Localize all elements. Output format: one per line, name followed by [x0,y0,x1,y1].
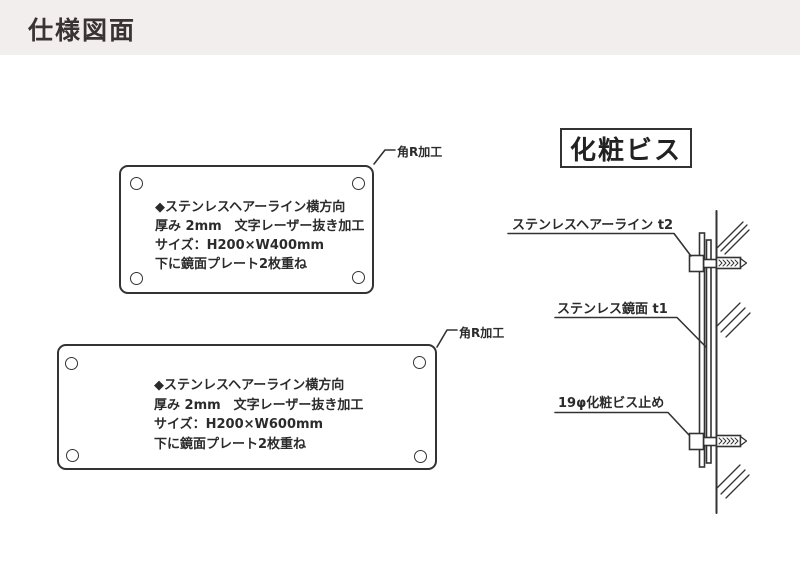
wall-hatch-marks [715,221,751,499]
plate-spec-line: 厚み 2mm 文字レーザー抜き加工 [155,219,365,234]
plate-spec-line: サイズ：H200×W400mm [155,238,325,253]
screw-bottom-icon [688,432,748,451]
plate-spec-line: 下に鏡面プレート2枚重ね [155,257,308,272]
plate-spec-text: ◆ステンレスヘアーライン横方向 厚み 2mm 文字レーザー抜き加工 サイズ：H2… [155,198,364,274]
mount-hole-icon [66,449,79,462]
label-hairline-t2: ステンレスヘアーライン t2 [512,218,674,233]
plate-spec-line: 下に鏡面プレート2枚重ね [154,436,307,452]
plate1-corner-leader-line [373,149,396,165]
screw-top-icon [688,254,748,273]
page-title: 仕様図面 [28,16,137,45]
mount-hole-icon [352,177,365,190]
plate-front-view-w600: ◆ステンレスヘアーライン横方向 厚み 2mm 文字レーザー抜き加工 サイズ：H2… [57,344,437,470]
mirror-label-leader-line [554,316,707,348]
screw-title-text: 化粧ビス [569,135,682,166]
plate-spec-line: ◆ステンレスヘアーライン横方向 [154,378,345,393]
hairline-label-leader-line [507,232,692,257]
corner-r-label-plate1: 角R加工 [397,145,443,159]
mount-hole-icon [414,450,427,463]
mount-hole-icon [352,271,365,284]
mount-hole-icon [413,356,426,369]
plate-front-view-w400: ◆ステンレスヘアーライン横方向 厚み 2mm 文字レーザー抜き加工 サイズ：H2… [119,165,374,294]
page-header: 仕様図面 [0,0,800,55]
mount-hole-icon [130,177,143,190]
screw-title-box: 化粧ビス [560,128,692,168]
label-mirror-t1: ステンレス鏡面 t1 [557,302,668,317]
plate-spec-line: ◆ステンレスヘアーライン横方向 [155,200,346,215]
plate-spec-text: ◆ステンレスヘアーライン横方向 厚み 2mm 文字レーザー抜き加工 サイズ：H2… [154,376,363,454]
label-screw-fixing: 19φ化粧ビス止め [558,396,665,411]
corner-r-label-plate2: 角R加工 [459,326,505,340]
hairline-plate-section [698,232,706,468]
plate-spec-line: サイズ：H200×W600mm [154,417,324,432]
mount-hole-icon [65,357,78,370]
plate2-corner-leader-line [436,329,458,348]
mirror-plate-section [705,239,712,464]
screw-label-leader-line [554,411,690,436]
plate-spec-line: 厚み 2mm 文字レーザー抜き加工 [154,397,364,413]
mount-hole-icon [130,272,143,285]
